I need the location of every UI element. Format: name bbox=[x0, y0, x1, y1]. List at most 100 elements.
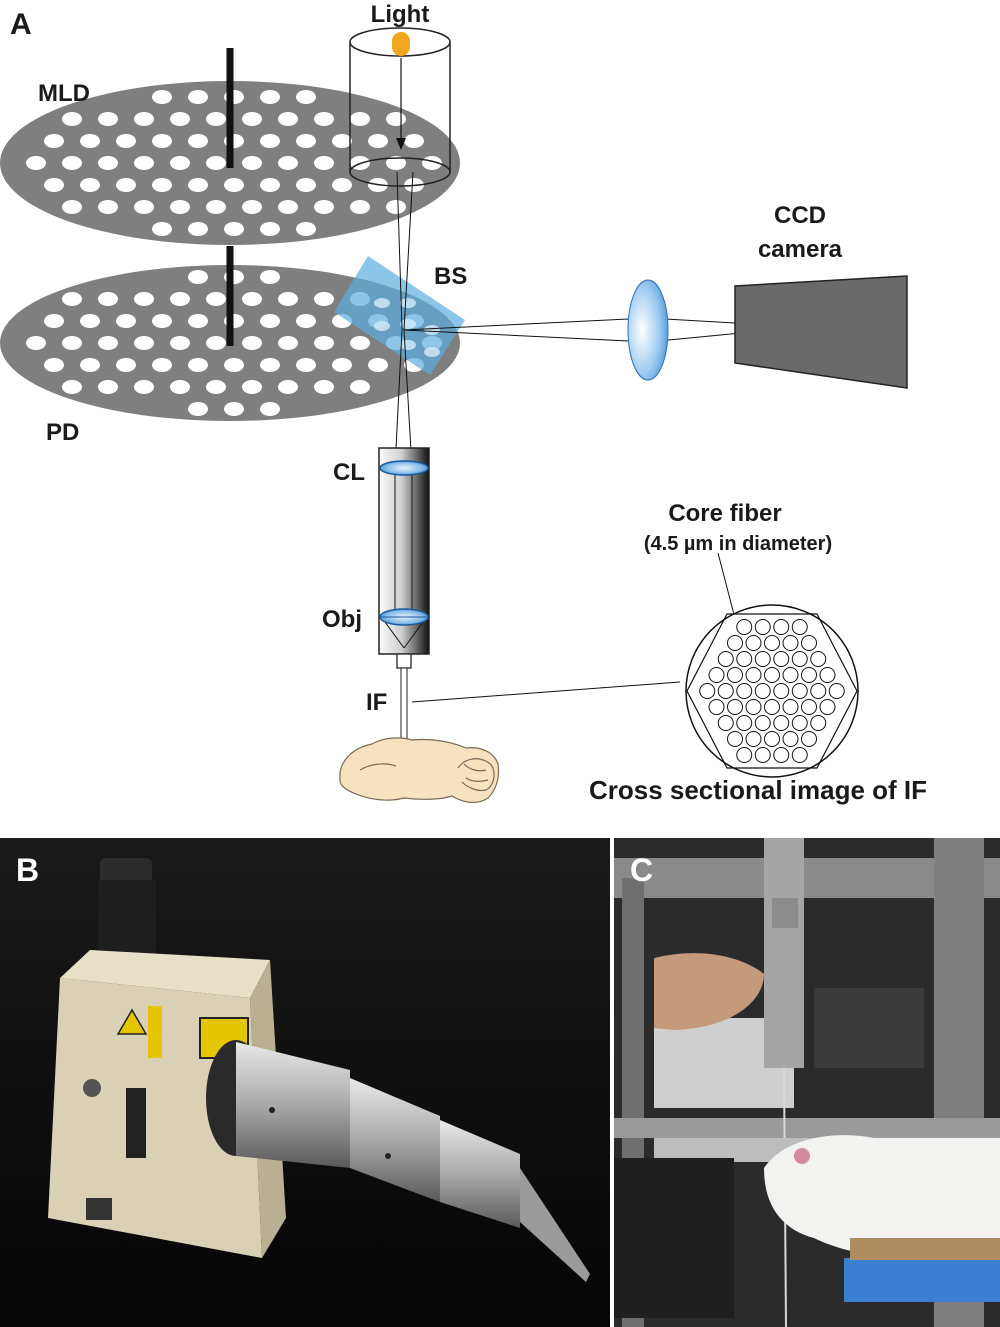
disk-pinhole bbox=[134, 200, 154, 214]
brain-illustration bbox=[339, 737, 500, 804]
disk-pinhole bbox=[314, 200, 334, 214]
core-fiber-circle bbox=[782, 731, 799, 747]
disk-pinhole bbox=[242, 292, 262, 306]
core-fiber-circle bbox=[801, 699, 817, 715]
disk-pinhole bbox=[278, 112, 298, 126]
cl-lens bbox=[379, 460, 429, 476]
ccd-label-line2: camera bbox=[758, 236, 843, 263]
core-fiber-circle bbox=[727, 635, 743, 651]
disk-pinhole bbox=[260, 178, 280, 192]
disk-pinhole bbox=[206, 336, 226, 350]
core-fiber-circle bbox=[810, 651, 827, 667]
disk-pinhole bbox=[170, 380, 190, 394]
disk-pinhole bbox=[98, 292, 118, 306]
disk-pinhole bbox=[242, 200, 262, 214]
if-label: IF bbox=[366, 689, 387, 716]
core-fiber-label: Core fiber bbox=[668, 500, 781, 527]
disk-pinhole bbox=[188, 402, 208, 416]
core-fiber-circle bbox=[754, 651, 771, 667]
disk-pinhole bbox=[386, 112, 406, 126]
disk-pinhole bbox=[386, 200, 406, 214]
disk-pinhole bbox=[314, 380, 334, 394]
disk-pinhole bbox=[98, 200, 118, 214]
disk-pinhole bbox=[152, 178, 172, 192]
disk-pinhole bbox=[314, 336, 334, 350]
disk-pinhole bbox=[188, 134, 208, 148]
schematic-diagram: A bbox=[0, 1, 927, 805]
disk-pinhole bbox=[170, 156, 190, 170]
core-fiber-circle bbox=[782, 699, 799, 715]
disk-pinhole bbox=[152, 134, 172, 148]
disk-pinhole bbox=[80, 314, 100, 328]
photo-in-vivo-setup: C bbox=[614, 838, 1000, 1327]
disk-pinhole bbox=[116, 134, 136, 148]
disk-pinhole bbox=[188, 222, 208, 236]
photo-microscope-device: B bbox=[0, 838, 610, 1327]
core-fiber-circle bbox=[791, 715, 808, 731]
disk-pinhole bbox=[134, 380, 154, 394]
disk-pinhole bbox=[44, 134, 64, 148]
disk-pinhole bbox=[206, 200, 226, 214]
disk-pinhole bbox=[188, 270, 208, 284]
disk-pinhole bbox=[242, 380, 262, 394]
disk-pinhole bbox=[206, 112, 226, 126]
core-fiber-circle bbox=[764, 635, 780, 651]
core-fiber-circle bbox=[810, 683, 827, 699]
disk-pinhole bbox=[152, 314, 172, 328]
beamsplitter bbox=[334, 256, 465, 375]
core-fiber-circle bbox=[745, 635, 762, 651]
disk-pinhole bbox=[62, 292, 82, 306]
disk-pinhole bbox=[260, 90, 280, 104]
core-fiber-circle bbox=[773, 747, 790, 763]
panel-label-b: B bbox=[16, 852, 40, 888]
disk-pinhole bbox=[98, 156, 118, 170]
disk-pinhole bbox=[278, 292, 298, 306]
disk-pinhole bbox=[242, 156, 262, 170]
core-fiber-circle bbox=[736, 747, 753, 763]
core-fiber-circle bbox=[736, 651, 753, 667]
disk-pinhole bbox=[80, 134, 100, 148]
disk-pinhole bbox=[368, 358, 388, 372]
core-fiber-circle bbox=[754, 619, 771, 635]
disk-pinhole bbox=[296, 90, 316, 104]
panel-label-a: A bbox=[10, 8, 32, 41]
core-fiber-circle bbox=[708, 699, 725, 715]
core-fiber-circle bbox=[754, 683, 771, 699]
core-fiber-circle bbox=[773, 683, 790, 699]
core-fiber-circle bbox=[736, 683, 753, 699]
core-fiber-circle bbox=[801, 635, 817, 651]
disk-pinhole bbox=[296, 134, 316, 148]
pd-label: PD bbox=[46, 419, 79, 446]
core-fiber-circle bbox=[801, 731, 817, 747]
disk-pinhole bbox=[278, 380, 298, 394]
disk-pinhole bbox=[260, 222, 280, 236]
core-fiber-circle bbox=[736, 619, 753, 635]
core-fiber-circle bbox=[791, 747, 808, 763]
fiber-connector bbox=[396, 653, 412, 669]
disk-pinhole bbox=[62, 156, 82, 170]
disk-pinhole bbox=[350, 112, 370, 126]
disk-pinhole bbox=[278, 336, 298, 350]
disk-pinhole bbox=[188, 178, 208, 192]
mld-label: MLD bbox=[38, 80, 90, 107]
disk-pinhole bbox=[296, 314, 316, 328]
disk-pinhole bbox=[242, 336, 262, 350]
disk-pinhole bbox=[134, 112, 154, 126]
core-fiber-circle bbox=[819, 699, 836, 715]
core-fiber-circle bbox=[764, 731, 780, 747]
disk-pinhole bbox=[224, 222, 244, 236]
core-fiber-circle bbox=[773, 715, 790, 731]
disk-pinhole bbox=[170, 200, 190, 214]
disk-pinhole bbox=[206, 292, 226, 306]
disk-pinhole bbox=[260, 134, 280, 148]
disk-pinhole bbox=[188, 358, 208, 372]
disk-pinhole bbox=[296, 358, 316, 372]
disk-pinhole bbox=[44, 358, 64, 372]
disk-pinhole bbox=[116, 314, 136, 328]
disk-pinhole bbox=[314, 156, 334, 170]
disk-pinhole bbox=[62, 112, 82, 126]
light-arrow-head bbox=[396, 138, 406, 150]
core-fiber-circle bbox=[764, 667, 780, 683]
core-fiber-circle bbox=[717, 683, 734, 699]
cross-section-leader bbox=[411, 681, 681, 703]
